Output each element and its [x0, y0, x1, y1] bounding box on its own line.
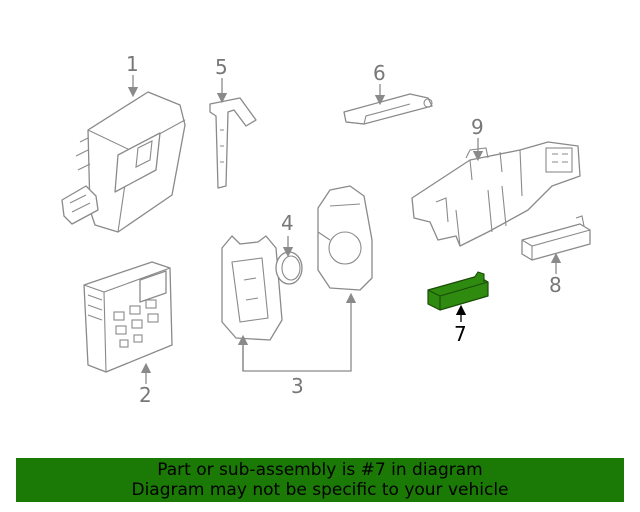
callout-7: 7: [454, 322, 467, 346]
callout-9: 9: [471, 115, 484, 139]
part-8-clip: [521, 215, 591, 261]
callout-8: 8: [549, 273, 562, 297]
part-9-bracket-assembly: [411, 141, 581, 247]
part-3-fob-housing: [221, 185, 373, 341]
part-7-highlighted[interactable]: [427, 271, 489, 311]
part-2-control-module: [83, 261, 173, 373]
callout-2: 2: [139, 383, 152, 407]
callout-1: 1: [126, 52, 139, 76]
callout-5: 5: [215, 55, 228, 79]
part-4-battery: [275, 251, 303, 285]
part-1-module: [61, 91, 186, 233]
footer-line-2: Diagram may not be specific to your vehi…: [131, 480, 509, 500]
part-6-bracket: [343, 93, 433, 125]
footer-line-1: Part or sub-assembly is #7 in diagram: [157, 460, 483, 480]
callout-3: 3: [291, 374, 304, 398]
footer-banner: Part or sub-assembly is #7 in diagram Di…: [16, 458, 624, 502]
part-5-key-blade: [209, 97, 257, 189]
callout-6: 6: [373, 61, 386, 85]
parts-diagram: 1 2 3 4 5: [61, 52, 591, 407]
callout-4: 4: [281, 211, 294, 235]
